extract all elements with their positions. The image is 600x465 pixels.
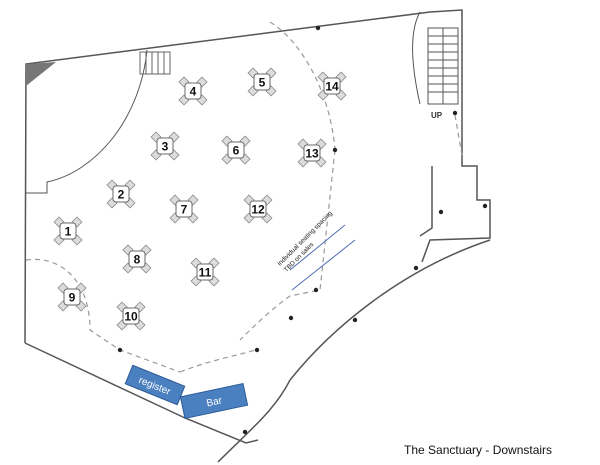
table-6: 6: [221, 135, 251, 165]
table-number: 10: [124, 310, 138, 324]
seating-note: individual seating spacing TBD on sales: [276, 210, 334, 274]
table-number: 12: [251, 203, 265, 217]
table-top: [303, 144, 321, 162]
table-number: 1: [65, 225, 72, 239]
table-number: 5: [259, 76, 266, 90]
table-top: [112, 185, 130, 203]
table-11: 11: [190, 257, 220, 287]
note-line-2: [291, 239, 356, 291]
entry-steps: [139, 51, 171, 75]
wall-dots: [117, 25, 488, 435]
table-10: 10: [116, 301, 146, 331]
seating-note-line-1: individual seating spacing: [276, 210, 334, 268]
table-top: [175, 200, 193, 218]
table-7: 7: [169, 194, 199, 224]
outer-wall-bottom: [24, 342, 259, 444]
table-top: [227, 141, 245, 159]
table-13: 13: [297, 138, 327, 168]
main-stairs: [412, 11, 459, 105]
table-number: 3: [162, 140, 169, 154]
table-top: [184, 82, 202, 100]
outer-wall-right: [419, 166, 433, 237]
table-4: 4: [178, 76, 208, 106]
table-5: 5: [247, 67, 277, 97]
outer-wall: [24, 9, 491, 344]
table-2: 2: [106, 179, 136, 209]
table-number: 6: [233, 144, 240, 158]
table-top: [249, 200, 267, 218]
corner-wedge: [26, 62, 56, 86]
table-12: 12: [243, 194, 273, 224]
table-top: [156, 137, 174, 155]
table-number: 7: [181, 203, 188, 217]
lower-right-wall-2: [217, 379, 291, 463]
note-line-1: [289, 224, 346, 271]
table-top: [63, 288, 81, 306]
table-top: [196, 263, 214, 281]
table-top: [59, 222, 77, 240]
table-number: 14: [325, 80, 339, 94]
table-number: 9: [69, 291, 76, 305]
table-14: 14: [317, 71, 347, 101]
zone-boundaries: [25, 21, 463, 373]
table-top: [128, 250, 146, 268]
stairs-up-label: UP: [431, 111, 443, 120]
table-9: 9: [57, 282, 87, 312]
table-number: 4: [190, 85, 197, 99]
table-top: [253, 73, 271, 91]
table-top: [323, 77, 341, 95]
table-number: 13: [305, 147, 319, 161]
table-3: 3: [150, 131, 180, 161]
door-swing-arc: [26, 49, 148, 194]
lower-right-wall: [289, 239, 491, 381]
table-number: 2: [118, 188, 125, 202]
table-number: 8: [134, 253, 141, 267]
register-counter: register: [124, 364, 186, 406]
bar-label: Bar: [206, 395, 224, 409]
bar-counter: Bar: [179, 382, 249, 420]
table-1: 1: [53, 216, 83, 246]
table-8: 8: [122, 244, 152, 274]
table-number: 11: [199, 266, 212, 280]
table-top: [122, 307, 140, 325]
floor-plan-title: The Sanctuary - Downstairs: [404, 443, 553, 457]
